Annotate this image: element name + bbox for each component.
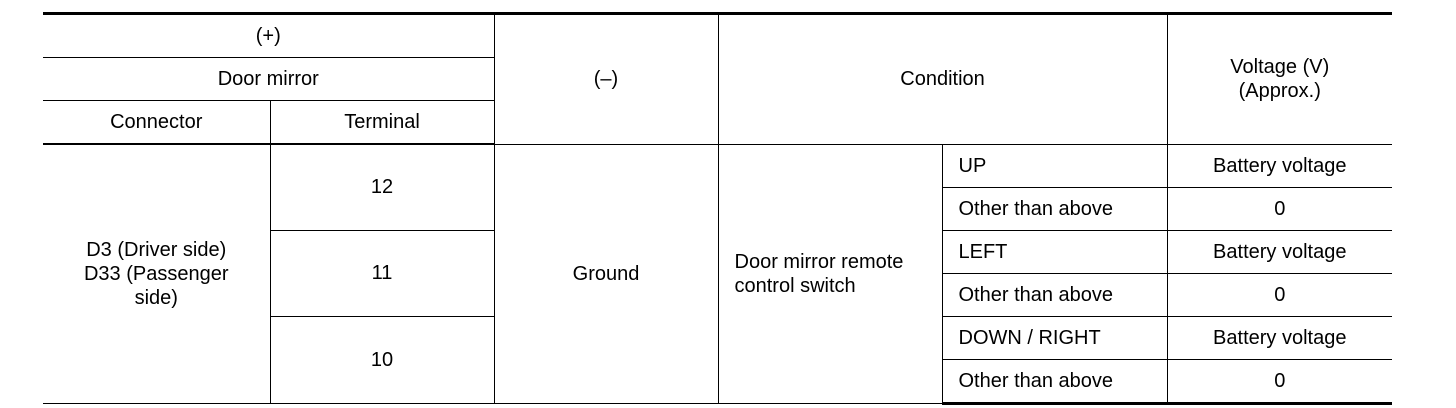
- connector-cell: D3 (Driver side) D33 (Passenger side): [43, 143, 271, 404]
- voltage-cell: 0: [1166, 186, 1393, 231]
- terminal-inspection-table: (+) (–) Condition Voltage (V) (Approx.) …: [43, 12, 1393, 405]
- voltage-cell: Battery voltage: [1166, 229, 1393, 274]
- header-voltage-line-2: (Approx.): [1238, 80, 1321, 103]
- condition-cell: Door mirror remote control switch: [717, 143, 943, 404]
- state-cell: Other than above: [941, 358, 1168, 405]
- connector-line-1: D3 (Driver side): [86, 238, 227, 261]
- header-terminal: Terminal: [269, 100, 495, 145]
- header-voltage-line-1: Voltage (V): [1230, 56, 1330, 79]
- voltage-cell: 0: [1166, 272, 1393, 317]
- condition-line-2: control switch: [734, 274, 856, 297]
- condition-line-1: Door mirror remote: [734, 250, 904, 273]
- terminal-cell-12: 12: [269, 143, 495, 231]
- ground-cell: Ground: [493, 143, 719, 404]
- header-minus: (–): [493, 12, 719, 145]
- state-cell: Other than above: [941, 272, 1168, 317]
- header-plus: (+): [43, 12, 495, 58]
- voltage-cell: Battery voltage: [1166, 315, 1393, 360]
- state-cell: UP: [941, 143, 1168, 188]
- voltage-cell: 0: [1166, 358, 1393, 405]
- voltage-cell: Battery voltage: [1166, 143, 1393, 188]
- connector-line-2: D33 (Passenger: [83, 262, 229, 285]
- connector-line-3: side): [134, 286, 178, 309]
- header-voltage: Voltage (V) (Approx.): [1166, 12, 1393, 145]
- state-cell: Other than above: [941, 186, 1168, 231]
- header-connector: Connector: [43, 100, 271, 145]
- state-cell: DOWN / RIGHT: [941, 315, 1168, 360]
- header-condition: Condition: [717, 12, 1168, 145]
- terminal-cell-11: 11: [269, 229, 495, 317]
- state-cell: LEFT: [941, 229, 1168, 274]
- terminal-cell-10: 10: [269, 315, 495, 404]
- header-door-mirror: Door mirror: [43, 57, 495, 101]
